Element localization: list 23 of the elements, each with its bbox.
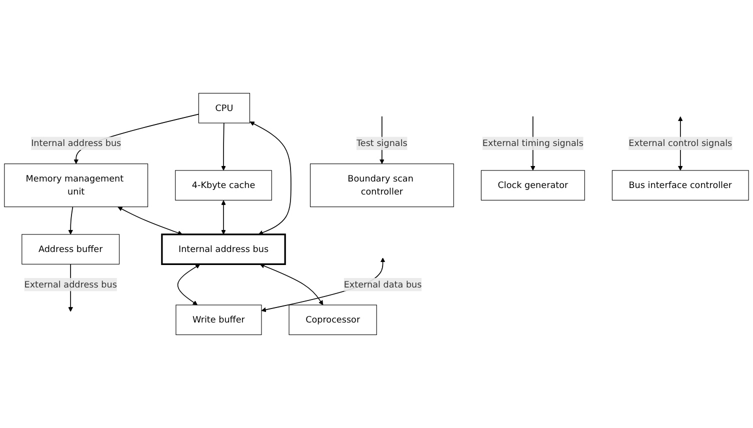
arrow [221,200,226,235]
arrow [118,206,183,236]
arrow [260,264,324,306]
node-box: Internal address bus [161,234,286,265]
node-box: Address buffer [22,234,120,264]
node-box: Coprocessor [288,304,377,336]
node-box: Boundary scan controller [310,164,454,208]
edge-label: External control signals [628,138,732,148]
node-box: CPU [198,92,250,124]
node-box: Clock generator [480,170,585,200]
edge-label: External address bus [24,279,117,290]
edge-label: External data bus [344,279,422,290]
node-box: Memory management unit [4,164,148,208]
edge-label: Internal address bus [31,138,122,148]
arrow [177,264,200,306]
node-box: Bus interface controller [612,170,749,200]
arrow [250,122,292,235]
node-box: 4-Kbyte cache [175,170,272,200]
arrow [221,122,226,171]
arrow [68,206,74,235]
edge-label: External timing signals [482,138,584,148]
node-box: Write buffer [176,304,262,336]
edge-label: Test signals [356,138,408,148]
